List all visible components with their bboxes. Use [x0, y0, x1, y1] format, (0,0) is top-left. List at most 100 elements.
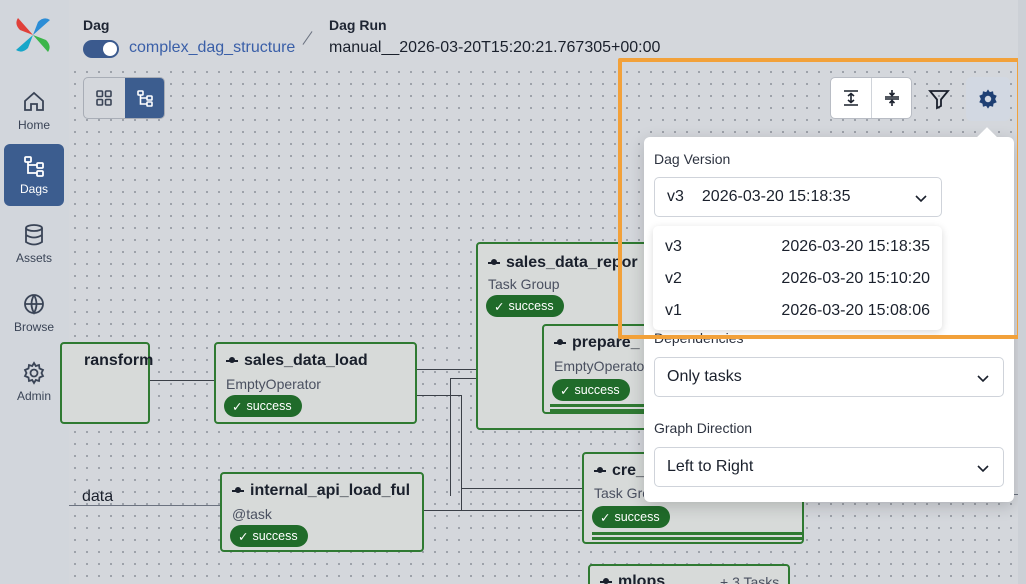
- graph-direction-select[interactable]: Left to Right: [654, 447, 1004, 487]
- layout-controls: [830, 77, 912, 119]
- graph-view-button[interactable]: [125, 78, 164, 118]
- edge: [461, 395, 462, 510]
- dags-icon: [24, 156, 44, 177]
- version-option[interactable]: v2 2026-03-20 15:10:20: [653, 263, 942, 295]
- dag-version-label: Dag Version: [654, 151, 731, 167]
- database-icon: [25, 224, 43, 246]
- operator-icon: [594, 466, 606, 473]
- gear-icon: [979, 89, 997, 109]
- status-badge: ✓success: [224, 395, 302, 417]
- graph-icon: [137, 90, 153, 107]
- version-number: v3: [665, 238, 682, 255]
- node-operator: Task Group: [488, 276, 560, 292]
- dependencies-select[interactable]: Only tasks: [654, 357, 1004, 397]
- expand-all-button[interactable]: [831, 78, 871, 118]
- dependencies-label: Dependencies: [654, 330, 744, 346]
- operator-icon: [488, 258, 500, 265]
- edge-label: data: [82, 488, 114, 505]
- sidebar-item-label: Admin: [16, 389, 51, 403]
- sidebar-item-dags[interactable]: Dags: [4, 144, 64, 206]
- check-icon: ✓: [238, 529, 249, 544]
- version-date: 2026-03-20 15:10:20: [781, 270, 930, 287]
- status-badge: ✓success: [230, 525, 308, 547]
- check-icon: ✓: [232, 399, 243, 414]
- breadcrumb-separator: [302, 31, 313, 45]
- status-badge: ✓success: [552, 379, 630, 401]
- node-title: sales_data_load: [226, 352, 368, 370]
- operator-icon: [600, 577, 612, 584]
- task-node[interactable]: ransform: [60, 342, 153, 424]
- filter-icon: [928, 90, 950, 110]
- edge: [461, 488, 583, 489]
- version-option[interactable]: v3 2026-03-20 15:18:35: [653, 231, 942, 263]
- view-mode-toggle: [83, 77, 165, 119]
- airflow-logo[interactable]: [12, 14, 54, 56]
- version-option[interactable]: v1 2026-03-20 15:08:06: [653, 295, 942, 327]
- operator-icon: [232, 486, 244, 493]
- select-version: v3: [667, 188, 684, 205]
- node-operator: EmptyOperator: [226, 376, 321, 392]
- expand-icon: [844, 90, 858, 106]
- operator-icon: [554, 338, 566, 345]
- dag-version-dropdown: v3 2026-03-20 15:18:35 v2 2026-03-20 15:…: [653, 226, 942, 330]
- progress-bar: [550, 404, 660, 407]
- task-group-node[interactable]: mlops + 3 Tasks: [588, 564, 790, 584]
- edge: [417, 395, 462, 396]
- progress-bar: [550, 409, 660, 412]
- status-badge: ✓success: [592, 506, 670, 528]
- sidebar-item-admin[interactable]: Admin: [4, 351, 64, 413]
- filter-button[interactable]: [917, 77, 961, 121]
- dag-run-id: manual__2026-03-20T15:20:21.767305+00:00: [329, 39, 661, 56]
- dependencies-value: Only tasks: [667, 368, 742, 385]
- grid-view-button[interactable]: [84, 78, 124, 118]
- edge: [417, 369, 517, 370]
- task-node[interactable]: internal_api_load_ful @task ✓success: [220, 472, 424, 552]
- dag-label: Dag: [83, 17, 110, 33]
- node-title: sales_data_repor: [488, 254, 638, 272]
- settings-button[interactable]: [966, 77, 1010, 121]
- edge: [69, 505, 221, 506]
- edge: [450, 378, 451, 496]
- graph-direction-label: Graph Direction: [654, 420, 753, 436]
- dag-run-label: Dag Run: [329, 17, 387, 33]
- sidebar-item-label: Browse: [13, 320, 54, 334]
- sidebar-item-browse[interactable]: Browse: [4, 282, 64, 344]
- check-icon: ✓: [494, 299, 505, 314]
- version-number: v2: [665, 270, 682, 287]
- progress-bar: [592, 537, 804, 540]
- status-badge: ✓success: [486, 295, 564, 317]
- dag-name-link[interactable]: complex_dag_structure: [129, 39, 296, 56]
- edge: [424, 510, 584, 511]
- node-title: prepare_: [554, 334, 640, 352]
- sidebar-item-assets[interactable]: Assets: [4, 213, 64, 275]
- version-date: 2026-03-20 15:18:35: [781, 238, 930, 255]
- dag-version-select[interactable]: v3 2026-03-20 15:18:35: [654, 177, 942, 217]
- graph-direction-value: Left to Right: [667, 458, 754, 475]
- sidebar: Home Dags Assets Browse Admin: [0, 0, 69, 584]
- home-icon: [24, 91, 44, 111]
- node-title: mlops: [600, 573, 665, 584]
- task-node[interactable]: sales_data_load EmptyOperator ✓success: [214, 342, 417, 424]
- select-date: 2026-03-20 15:18:35: [701, 188, 851, 205]
- header: Dag complex_dag_structure Dag Run manual…: [69, 0, 1026, 68]
- chevron-down-icon: [915, 195, 927, 203]
- node-operator: @task: [232, 506, 272, 522]
- dag-pause-toggle[interactable]: [83, 40, 119, 58]
- gear-icon: [23, 361, 45, 385]
- sidebar-item-home[interactable]: Home: [4, 80, 64, 142]
- sidebar-item-label: Assets: [15, 251, 52, 265]
- globe-icon: [24, 294, 44, 315]
- sidebar-item-label: Dags: [19, 182, 48, 196]
- operator-icon: [226, 356, 238, 363]
- node-operator: EmptyOperato: [554, 358, 645, 374]
- node-task-count: + 3 Tasks: [720, 574, 780, 584]
- check-icon: ✓: [600, 510, 611, 525]
- chevron-down-icon: [977, 375, 989, 383]
- collapse-all-button[interactable]: [872, 78, 912, 118]
- divider: [871, 78, 872, 118]
- edge: [150, 380, 215, 381]
- version-date: 2026-03-20 15:08:06: [781, 302, 930, 319]
- check-icon: ✓: [560, 383, 571, 398]
- node-title: internal_api_load_ful: [232, 482, 410, 500]
- grid-icon: [96, 90, 112, 106]
